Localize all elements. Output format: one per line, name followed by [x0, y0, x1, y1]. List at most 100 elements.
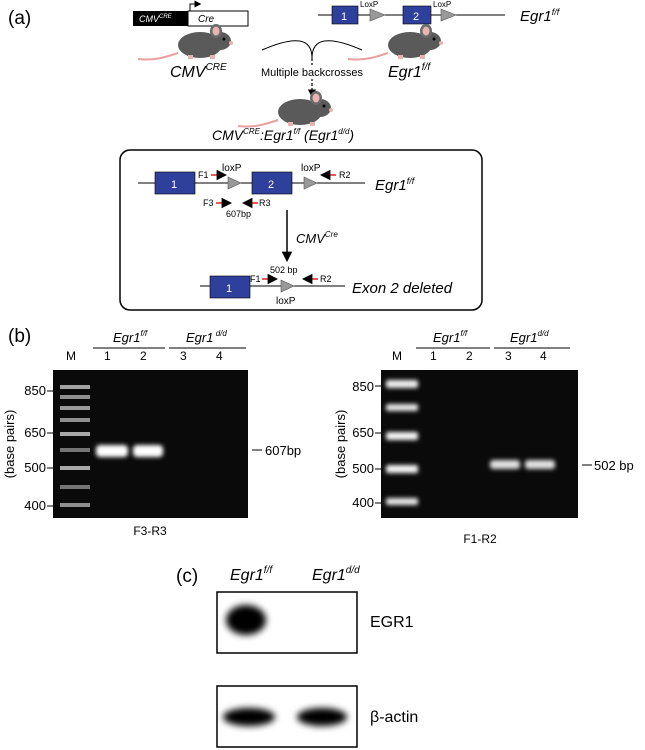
gel1-ladder-850: 850 — [24, 383, 46, 398]
actin-band-lane2 — [297, 708, 347, 726]
gel1-ladder-400: 400 — [24, 498, 46, 513]
gel2-axis-label: (base pairs) — [333, 410, 348, 479]
western-blot-actin: β-actin — [216, 685, 418, 748]
offspring-genotype-label: CMVCRE:Egr1f/f (Egr1d/d) — [212, 127, 354, 143]
gel-f1-r2: M Egr1f/f Egr1d/d 1 2 3 4 850 650 500 40… — [333, 329, 634, 546]
deleted-f1-label: F1 — [250, 274, 261, 284]
gel1-lane-2-label: 2 — [140, 349, 147, 363]
egr1-band-lane1 — [226, 605, 266, 635]
box-egr1-floxed-label: Egr1f/f — [375, 176, 416, 194]
primer-r3-label: R3 — [259, 198, 271, 208]
exon-1-box — [331, 5, 359, 25]
loxp-1-triangle — [369, 8, 386, 22]
gel1-lane-1-label: 1 — [104, 349, 111, 363]
deleted-allele: 1 F1 502 bp R2 loxP Exon 2 deleted — [200, 265, 453, 307]
gel2-ladder-band-5 — [386, 498, 418, 505]
box-loxp-1-label: loxP — [222, 163, 242, 174]
blot2-label: β-actin — [370, 709, 418, 726]
gel1-ladder-band-3 — [60, 406, 90, 410]
actin-band-lane1 — [223, 708, 275, 726]
mouse-cmv-cre-icon — [137, 23, 234, 61]
gel2-ladder-band-1 — [386, 380, 418, 388]
gel1-image — [53, 370, 248, 518]
gel1-group2-label: Egr1 d/d — [186, 329, 227, 345]
cre-transgene-construct: CMVCRE Cre — [133, 0, 249, 27]
blot-col1-label: Egr1f/f — [230, 565, 273, 584]
gel1-ladder-650: 650 — [24, 425, 46, 440]
gel2-marker-label: M — [392, 349, 402, 363]
floxed-allele-top: 1 LoxP 2 LoxP Egr1f/f — [318, 0, 561, 25]
gel2-group1-label: Egr1f/f — [433, 329, 468, 345]
cre-gene-box — [187, 10, 249, 27]
exon2-deleted-label: Exon 2 deleted — [352, 280, 453, 297]
exon-1-label: 1 — [341, 11, 347, 23]
deleted-r2-label: R2 — [320, 274, 332, 284]
gel1-ladder-band-7 — [60, 466, 90, 470]
cre-gene-label: Cre — [198, 14, 215, 25]
deleted-loxp-label: loxP — [276, 296, 296, 307]
backcross-label: Multiple backcrosses — [261, 67, 364, 79]
deleted-exon-1-label: 1 — [226, 283, 232, 295]
gel1-band-lane2 — [133, 445, 163, 457]
cross-curve-left — [261, 40, 313, 59]
gel1-ladder-band-8 — [60, 485, 90, 489]
floxed-allele-box: 1 F1 loxP 2 loxP R2 Egr1f/f F3 R3 607bp — [138, 163, 416, 219]
blot1-label: EGR1 — [370, 614, 414, 631]
gel2-lane-2-label: 2 — [466, 349, 473, 363]
gel1-ladder-band-6 — [60, 448, 90, 452]
gel1-band-size-label: 607bp — [265, 443, 301, 458]
box-exon-2-label: 2 — [268, 179, 274, 191]
cmv-promoter-box — [133, 11, 188, 26]
cmv-cre-arrow-label: CMVCre — [296, 230, 338, 246]
gel1-ladder-500: 500 — [24, 460, 46, 475]
mouse-right-label: Egr1f/f — [388, 62, 431, 81]
cross-curve-right — [311, 40, 363, 59]
product-502-label: 502 bp — [270, 265, 298, 275]
primer-r2-label: R2 — [339, 170, 351, 180]
transcription-start-arrow — [189, 0, 202, 11]
blot-col2-label: Egr1d/d — [312, 565, 360, 584]
gel2-lane-4-label: 4 — [540, 349, 547, 363]
panel-a-label: (a) — [8, 8, 31, 29]
gel2-ladder-400: 400 — [352, 495, 374, 510]
gel1-marker-label: M — [66, 349, 76, 363]
mouse-egr1-floxed-icon — [347, 23, 444, 61]
gel1-ladder-band-2 — [60, 395, 90, 399]
exon-2-label: 2 — [413, 11, 419, 23]
egr1-floxed-label-top: Egr1f/f — [520, 7, 561, 25]
gel2-ladder-850: 850 — [352, 379, 374, 394]
gel2-band-lane3 — [490, 460, 520, 469]
recombination-scheme-box — [119, 149, 483, 311]
box-exon-1-label: 1 — [171, 179, 177, 191]
gel1-lane-4-label: 4 — [216, 349, 223, 363]
gel2-lane-3-label: 3 — [505, 349, 512, 363]
primer-f1-label: F1 — [198, 170, 209, 180]
gel2-ladder-band-4 — [386, 465, 418, 473]
loxp-1-label: LoxP — [360, 0, 378, 9]
gel2-primer-label: F1-R2 — [463, 532, 497, 546]
loxp-2-label: LoxP — [433, 0, 451, 9]
gel-f3-r3: M Egr1f/f Egr1 d/d 1 2 3 4 850 650 500 4… — [2, 329, 301, 538]
primer-f3-label: F3 — [203, 198, 214, 208]
gel1-lane-3-label: 3 — [180, 349, 187, 363]
box-loxp-2-label: loxP — [301, 163, 321, 174]
gel1-group1-label: Egr1f/f — [113, 329, 148, 345]
mouse-offspring-icon — [237, 90, 334, 128]
panel-c-label: (c) — [176, 566, 198, 587]
loxp-2-triangle — [440, 8, 457, 22]
gel2-ladder-band-2 — [386, 404, 418, 411]
product-607-label: 607bp — [226, 209, 251, 219]
gel2-lane-1-label: 1 — [430, 349, 437, 363]
western-blot-egr1: EGR1 — [216, 591, 414, 654]
gel2-ladder-500: 500 — [352, 461, 374, 476]
exon-2-box — [402, 5, 432, 25]
mouse-left-label: CMVCRE — [170, 62, 227, 81]
gel1-band-lane1 — [96, 445, 128, 457]
gel1-ladder-band-1 — [60, 385, 90, 389]
cmv-promoter-label: CMVCRE — [139, 14, 173, 24]
gel1-ladder-band-5 — [60, 432, 90, 436]
gel2-band-lane4 — [525, 460, 555, 469]
gel2-band-size-label: 502 bp — [594, 458, 634, 473]
gel1-primer-label: F3-R3 — [133, 524, 167, 538]
